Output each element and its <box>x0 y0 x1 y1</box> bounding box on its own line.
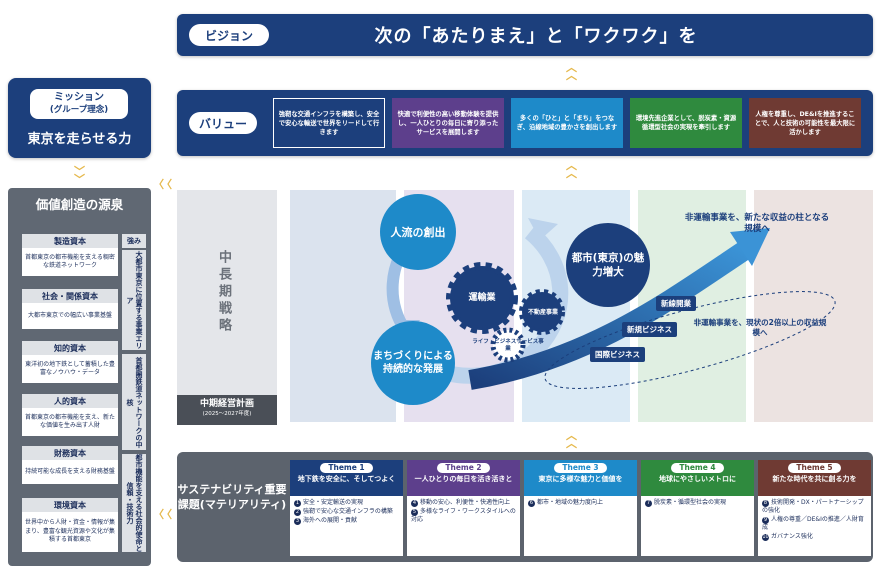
biz-international-label: 国際ビジネス <box>590 347 645 362</box>
mid-term-plan-label: 中期経営計画 <box>199 399 254 409</box>
gear-main-icon <box>446 262 518 334</box>
gear-main-label: 運輸業 <box>468 292 496 303</box>
gear-life-label: ライフ・ビジネスサービス事業 <box>472 339 544 352</box>
theme-header: Theme 5 新たな時代を共に創る力を <box>758 460 871 496</box>
value-card: 環境先進企業として、脱炭素・資源循環型社会の実現を牽引します <box>630 98 742 148</box>
long-term-strategy-label: 中長期戦略 <box>216 250 231 335</box>
biz-new-line-label: 新線開業 <box>656 296 696 311</box>
left-chevron-icon: ︿︿ <box>152 508 174 520</box>
capital-label: 社会・関係資本 <box>22 289 118 303</box>
town-circle-label: まちづくりによる持続的な発展 <box>373 351 453 375</box>
theme-tag: Theme 1 <box>320 463 373 473</box>
business-model-diagram <box>371 194 836 405</box>
mid-term-plan: 中期経営計画 (2025〜2027年度) <box>177 395 277 425</box>
value-card: 人権を尊重し、DE&Iを推進することで、人と技術の可能性を最大限に活かします <box>749 98 861 148</box>
mission-label-sub: (グループ理念) <box>49 105 109 115</box>
mission-label: ミッション (グループ理念) <box>30 89 128 119</box>
value-card: 多くの「ひと」と「まち」をつなぎ、沿線地域の豊かさを創出します <box>511 98 623 148</box>
theme-tag: Theme 4 <box>671 463 724 473</box>
vision-label: ビジョン <box>189 24 269 46</box>
mission-text: 東京を走らせる力 <box>27 132 132 147</box>
gear-realestate-icon <box>519 289 565 335</box>
strengths-header: 強み <box>122 234 146 248</box>
strength-item: 大都市東京に位置する事業エリア <box>122 250 146 350</box>
value-row: バリュー 強靭な交通インフラを構築し、安全で安心な輸送で世界をリードして行きます… <box>177 90 873 156</box>
city-circle <box>566 223 650 307</box>
up-chevron-icon: ︿︿ <box>566 61 577 82</box>
value-source-title: 価値創造の源泉 <box>35 197 124 212</box>
flow-circle-label: 人流の創出 <box>390 226 446 239</box>
city-circle-label: 都市(東京)の魅力増大 <box>571 252 645 278</box>
theme-header: Theme 4 地球にやさしいメトロに <box>641 460 754 496</box>
cycle-arrow-head <box>528 218 558 240</box>
capital-text: 東洋初の地下鉄として蓄積した豊富なノウハウ・データ <box>22 355 118 383</box>
theme-tag: Theme 5 <box>788 463 841 473</box>
down-chevron-icon: ︿︿ <box>74 164 85 185</box>
capital-text: 首都東京の都市機能を支え、新たな価値を生み出す人財 <box>22 408 118 436</box>
town-circle <box>371 321 455 405</box>
theme-title: 地球にやさしいメトロに <box>659 475 736 483</box>
theme-header: Theme 3 東京に多様な魅力と価値を <box>524 460 637 496</box>
note-top: 非運輸事業を、新たな収益の柱となる規模へ <box>684 213 830 234</box>
theme-tag: Theme 2 <box>437 463 490 473</box>
capital-label: 環境資本 <box>22 498 118 512</box>
capital-text: 世界中から人財・資金・情報が集まり、豊富な観光資源や文化が集積する首都東京 <box>22 512 118 552</box>
strength-item: 都市機能を支える社会的使命と信頼・技術力 <box>122 454 146 552</box>
capital-label: 製造資本 <box>22 234 118 248</box>
capital-label: 財務資本 <box>22 446 118 460</box>
capital-label: 知的資本 <box>22 341 118 355</box>
value-card: 快適で利便性の高い移動体験を提供し、一人ひとりの毎日に寄り添ったサービスを展開し… <box>392 98 504 148</box>
value-label: バリュー <box>189 112 257 134</box>
theme-column-bg <box>754 190 873 422</box>
value-card: 強靭な交通インフラを構築し、安全で安心な輸送で世界をリードして行きます <box>273 98 385 148</box>
mission-box: ミッション (グループ理念) 東京を走らせる力 <box>8 78 151 158</box>
capital-text: 大都市東京での幅広い事業基盤 <box>22 303 118 329</box>
note-mid: 非運輸事業を、現状の2倍以上の収益規模へ <box>693 318 827 337</box>
value-source-panel: 価値創造の源泉 製造資本 首都東京の都市機能を支える稠密な鉄道ネットワーク 社会… <box>8 188 151 566</box>
biz-new-label: 新規ビジネス <box>622 322 677 337</box>
theme-title: 新たな時代を共に創る力を <box>772 475 857 483</box>
gear-realestate-label: 不動産事業 <box>528 309 559 316</box>
up-chevron-icon: ︿︿ <box>566 429 577 450</box>
theme-header: Theme 2 一人ひとりの毎日を活き活きと <box>407 460 520 496</box>
theme-title: 東京に多様な魅力と価値を <box>538 475 623 483</box>
gear-life-icon <box>490 327 526 363</box>
capital-label: 人的資本 <box>22 394 118 408</box>
theme-title: 一人ひとりの毎日を活き活きと <box>414 475 513 483</box>
vision-banner: ビジョン 次の「あたりまえ」と「ワクワク」を <box>177 14 873 56</box>
vision-text: 次の「あたりまえ」と「ワクワク」を <box>374 26 698 47</box>
strategy-column: 中長期戦略 <box>177 190 277 422</box>
mid-term-plan-period: (2025〜2027年度) <box>202 411 252 417</box>
materiality-label: サステナビリティ重要課題(マテリアリティ) <box>177 483 287 511</box>
capital-text: 首都東京の都市機能を支える稠密な鉄道ネットワーク <box>22 248 118 276</box>
flow-circle <box>380 194 456 270</box>
materiality-panel: サステナビリティ重要課題(マテリアリティ) Theme 1 地下鉄を安全に、そし… <box>177 452 873 562</box>
capital-text: 持続可能な成長を支える財務基盤 <box>22 460 118 484</box>
scope-ellipse <box>544 291 836 389</box>
up-chevron-icon: ︿︿ <box>566 159 577 180</box>
theme-header: Theme 1 地下鉄を安全に、そしてつよく <box>290 460 403 496</box>
growth-arrow-head <box>730 228 770 266</box>
left-chevron-icon: ︿︿ <box>152 178 174 190</box>
mission-label-main: ミッション <box>54 92 104 103</box>
strength-item: 首都圏鉄道ネットワークの中核 <box>122 354 146 450</box>
theme-tag: Theme 3 <box>554 463 607 473</box>
theme-title: 地下鉄を安全に、そしてつよく <box>297 475 396 483</box>
